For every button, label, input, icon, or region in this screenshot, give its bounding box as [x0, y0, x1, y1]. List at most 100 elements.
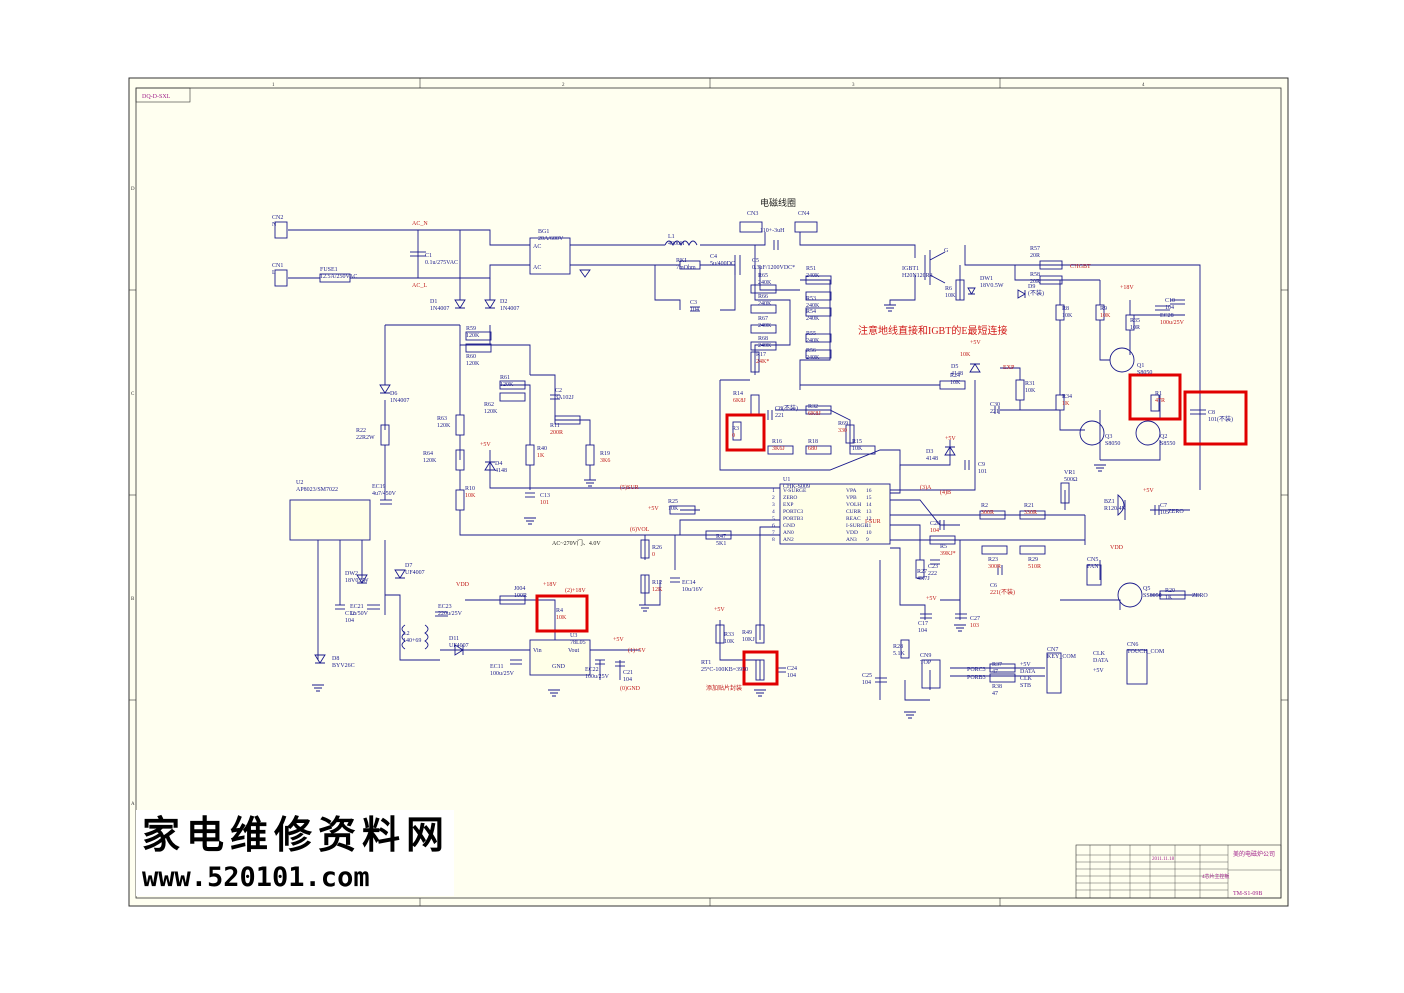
- component-ref-r28: R28: [893, 644, 903, 650]
- cn9-connector[interactable]: [921, 659, 941, 689]
- component-ref-r11: R11: [550, 423, 560, 429]
- u1-pin-num-right: 13: [866, 509, 872, 515]
- net-data-cn6: DATA: [1093, 658, 1109, 664]
- component-value-c26: 104: [930, 528, 939, 534]
- component-value-c5: 0.3uF/1200VDC*: [752, 265, 795, 271]
- d5-diode: [969, 363, 981, 373]
- component-value-r17: 24K*: [756, 359, 769, 365]
- component-ref-r61: R61: [500, 375, 510, 381]
- net-5v-cn7: +5V: [1020, 662, 1031, 668]
- component-ref-l1: L1: [668, 234, 675, 240]
- r12-resistor: [640, 574, 650, 594]
- cn6-touch-connector[interactable]: [1126, 649, 1148, 685]
- component-ref-cn2: CN2: [272, 215, 283, 221]
- r62-resistor: [499, 392, 526, 402]
- bz1-buzzer: [1117, 494, 1125, 516]
- component-ref-c8b: C8(不装): [775, 404, 798, 412]
- component-ref-r25: R25: [668, 499, 678, 505]
- component-value-r3: 0: [732, 433, 735, 439]
- net-5v-c21: +5V: [613, 637, 624, 643]
- wires: [288, 229, 1201, 701]
- net-g: G: [944, 248, 949, 254]
- component-ref-r58: R58: [1030, 272, 1040, 278]
- u1-pin-right-vpa: VPA: [846, 488, 857, 494]
- component-value-ec11: 100u/25V: [490, 671, 515, 677]
- component-value-cn9: TOP: [920, 660, 932, 666]
- component-ref-r17: R17: [756, 352, 766, 358]
- cn5-fan-connector[interactable]: [1086, 564, 1102, 586]
- component-value-d4: 4148: [495, 468, 507, 474]
- component-ref-l2: L2: [403, 631, 410, 637]
- cn7-key-connector[interactable]: [1046, 652, 1062, 694]
- component-value-u1: CHK-S009: [783, 484, 810, 490]
- zone-top-4: 4: [1142, 83, 1145, 88]
- u1-pin-right-reac: REAC: [846, 516, 861, 522]
- component-value-c8b: 221: [775, 413, 784, 419]
- component-ref-ec21: EC21: [350, 604, 364, 610]
- component-ref-c17: C17: [918, 621, 928, 627]
- component-ref-ec28: EC28: [1160, 313, 1174, 319]
- highlight-r1[interactable]: [1128, 373, 1182, 421]
- highlight-r3[interactable]: [725, 413, 766, 452]
- component-value-r5: 39KJ*: [940, 551, 956, 557]
- r6-resistor: [955, 279, 965, 301]
- net-ac-l: AC_L: [412, 283, 427, 289]
- component-ref-j004: J004: [514, 586, 525, 592]
- component-value-r61: 120K: [500, 382, 514, 388]
- u1-pin-num-right: 11: [866, 523, 872, 529]
- igbt1-symbol: [924, 250, 946, 285]
- cn1-connector[interactable]: [274, 269, 288, 287]
- component-ref-c5: C5: [752, 258, 759, 264]
- cn2-connector[interactable]: [274, 221, 288, 239]
- component-ref-rt1: RT1: [701, 660, 711, 666]
- doc-code: DQ-D-SXL: [142, 94, 171, 100]
- sheet-outer-border: [128, 77, 1289, 907]
- component-value-r8: 10K: [1062, 313, 1073, 319]
- title-model: TM-S1-09B: [1233, 891, 1262, 897]
- component-value-r31: 10K: [1025, 388, 1036, 394]
- u1-pin-left-exp: EXP: [783, 502, 793, 508]
- note-ntc: 添加贴片封装: [706, 684, 742, 692]
- net-a: (3)A: [920, 484, 932, 491]
- component-ref-r14: R14: [733, 391, 743, 397]
- net-labels: AC_N AC_L C?IGBT EXP (5)SUR (6)VOL (3)A …: [412, 221, 1154, 692]
- r20-resistor: [1159, 590, 1186, 600]
- component-ref-cn7: CN7: [1047, 647, 1058, 653]
- net-c-igbt: C?IGBT: [1070, 264, 1091, 270]
- component-ref-r32: R32: [808, 404, 818, 410]
- fuse1-symbol: [319, 273, 351, 283]
- component-value-r47: 5K1: [716, 541, 726, 547]
- component-value-ec28: 100u/25V: [1160, 320, 1185, 326]
- vr1-potentiometer[interactable]: [1060, 482, 1070, 504]
- component-value-r59: 120K: [466, 333, 480, 339]
- net-18v-q1: +18V: [1120, 285, 1134, 291]
- component-ref-c10: C10: [1165, 298, 1175, 304]
- component-ref-c26: C26: [930, 521, 940, 527]
- component-value-d6: 1N4007: [390, 398, 409, 404]
- component-value-r28: 5.1K: [893, 651, 906, 657]
- component-ref-r23: R23: [988, 557, 998, 563]
- cn3-connector[interactable]: [739, 221, 763, 233]
- component-value-r2: 300R: [981, 510, 994, 516]
- component-value-cn6: TOUCH_COM: [1127, 649, 1165, 655]
- component-value-c4: 5u/400DC: [710, 261, 735, 267]
- highlight-r4[interactable]: [535, 594, 589, 633]
- r16-resistor: [767, 445, 794, 455]
- u2-ic-body: [289, 499, 371, 541]
- component-ref-d2: D2: [500, 299, 507, 305]
- component-value-c12: 104: [345, 618, 354, 624]
- r55-resistor: [805, 333, 832, 343]
- r17-resistor: [750, 351, 760, 373]
- u1-pin-num-right: 12: [866, 516, 872, 522]
- cn4-connector[interactable]: [794, 221, 818, 233]
- watermark-logo-chinese: 家电维修资料网: [142, 813, 451, 857]
- highlight-c8[interactable]: [1183, 390, 1248, 446]
- r11-resistor: [554, 415, 581, 425]
- q3-transistor: [1079, 420, 1105, 446]
- highlight-rt1[interactable]: [742, 650, 779, 686]
- zone-labels: 1 2 3 4 D C B A: [131, 83, 1145, 807]
- component-ref-c1: C1: [425, 253, 432, 259]
- ground-symbols: [312, 269, 1106, 719]
- component-value-r65: 240K: [758, 280, 772, 286]
- r68-resistor: [750, 341, 777, 351]
